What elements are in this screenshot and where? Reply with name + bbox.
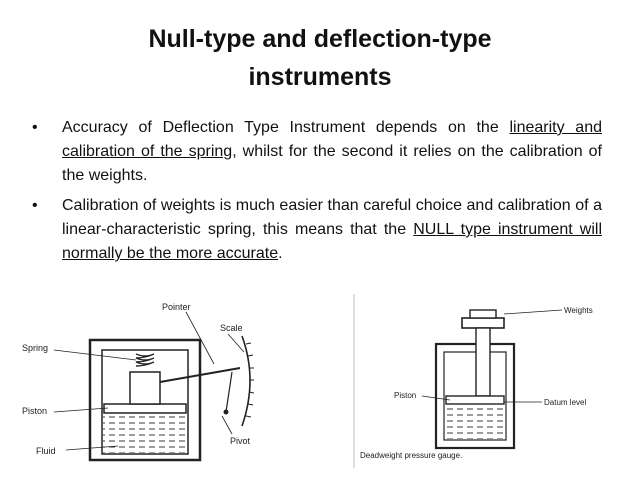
leader-lines — [53, 311, 245, 451]
pointer — [159, 367, 241, 383]
fluid — [103, 412, 187, 453]
bullet-dot: • — [32, 197, 38, 214]
bullet-text-1: Accuracy of Deflection Type Instrument d… — [62, 116, 602, 188]
label-datum-level: Datum level — [544, 398, 586, 407]
label-spring: Spring — [22, 343, 48, 353]
leader-lines — [421, 309, 563, 403]
slide-title: Null-type and deflection-type instrument… — [60, 20, 580, 96]
scale-ticks — [245, 342, 255, 418]
label-piston: Piston — [394, 391, 416, 400]
bullet-2-text-end: . — [278, 245, 283, 262]
label-pointer: Pointer — [162, 302, 191, 312]
piston — [103, 403, 187, 414]
piston — [445, 395, 505, 405]
fluid — [446, 404, 504, 439]
label-scale: Scale — [220, 323, 243, 333]
piston-rod — [129, 371, 161, 405]
scale — [241, 335, 251, 427]
title-line-1: Null-type and deflection-type — [148, 25, 492, 53]
label-weights: Weights — [564, 306, 593, 315]
bullet-dot: • — [32, 119, 38, 136]
bullet-2-underlined-text: NULL type instrument will normally be th… — [62, 221, 602, 262]
spring-coil — [135, 353, 155, 367]
weights-plate — [461, 317, 505, 329]
bullet-item-2: • Calibration of weights is much easier … — [28, 194, 602, 266]
deflection-gauge-diagram: Pointer Scale Spring Piston Fluid Pivot — [22, 302, 255, 462]
pointer-arm — [225, 371, 233, 413]
deadweight-gauge-diagram: Weights Piston Datum level Deadweight pr… — [353, 294, 593, 468]
label-pivot: Pivot — [230, 436, 251, 446]
bullet-2-text-start: Calibration of weights is much easier th… — [62, 197, 602, 238]
label-fluid: Fluid — [36, 446, 56, 456]
bullet-1-text-end: , whilst for the second it relies on the… — [62, 143, 602, 184]
label-piston: Piston — [22, 406, 47, 416]
weights-top — [469, 309, 497, 319]
bullet-1-text-start: Accuracy of Deflection Type Instrument d… — [62, 119, 510, 136]
bullet-1-underlined-text: linearity and calibration of the spring — [62, 119, 602, 160]
caption-deadweight-gauge: Deadweight pressure gauge. — [360, 451, 462, 460]
bullet-item-1: • Accuracy of Deflection Type Instrument… — [28, 116, 602, 188]
bullet-text-2: Calibration of weights is much easier th… — [62, 194, 602, 266]
title-line-2: instruments — [248, 63, 392, 91]
piston-rod — [475, 327, 491, 397]
bullet-list: • Accuracy of Deflection Type Instrument… — [28, 116, 602, 272]
